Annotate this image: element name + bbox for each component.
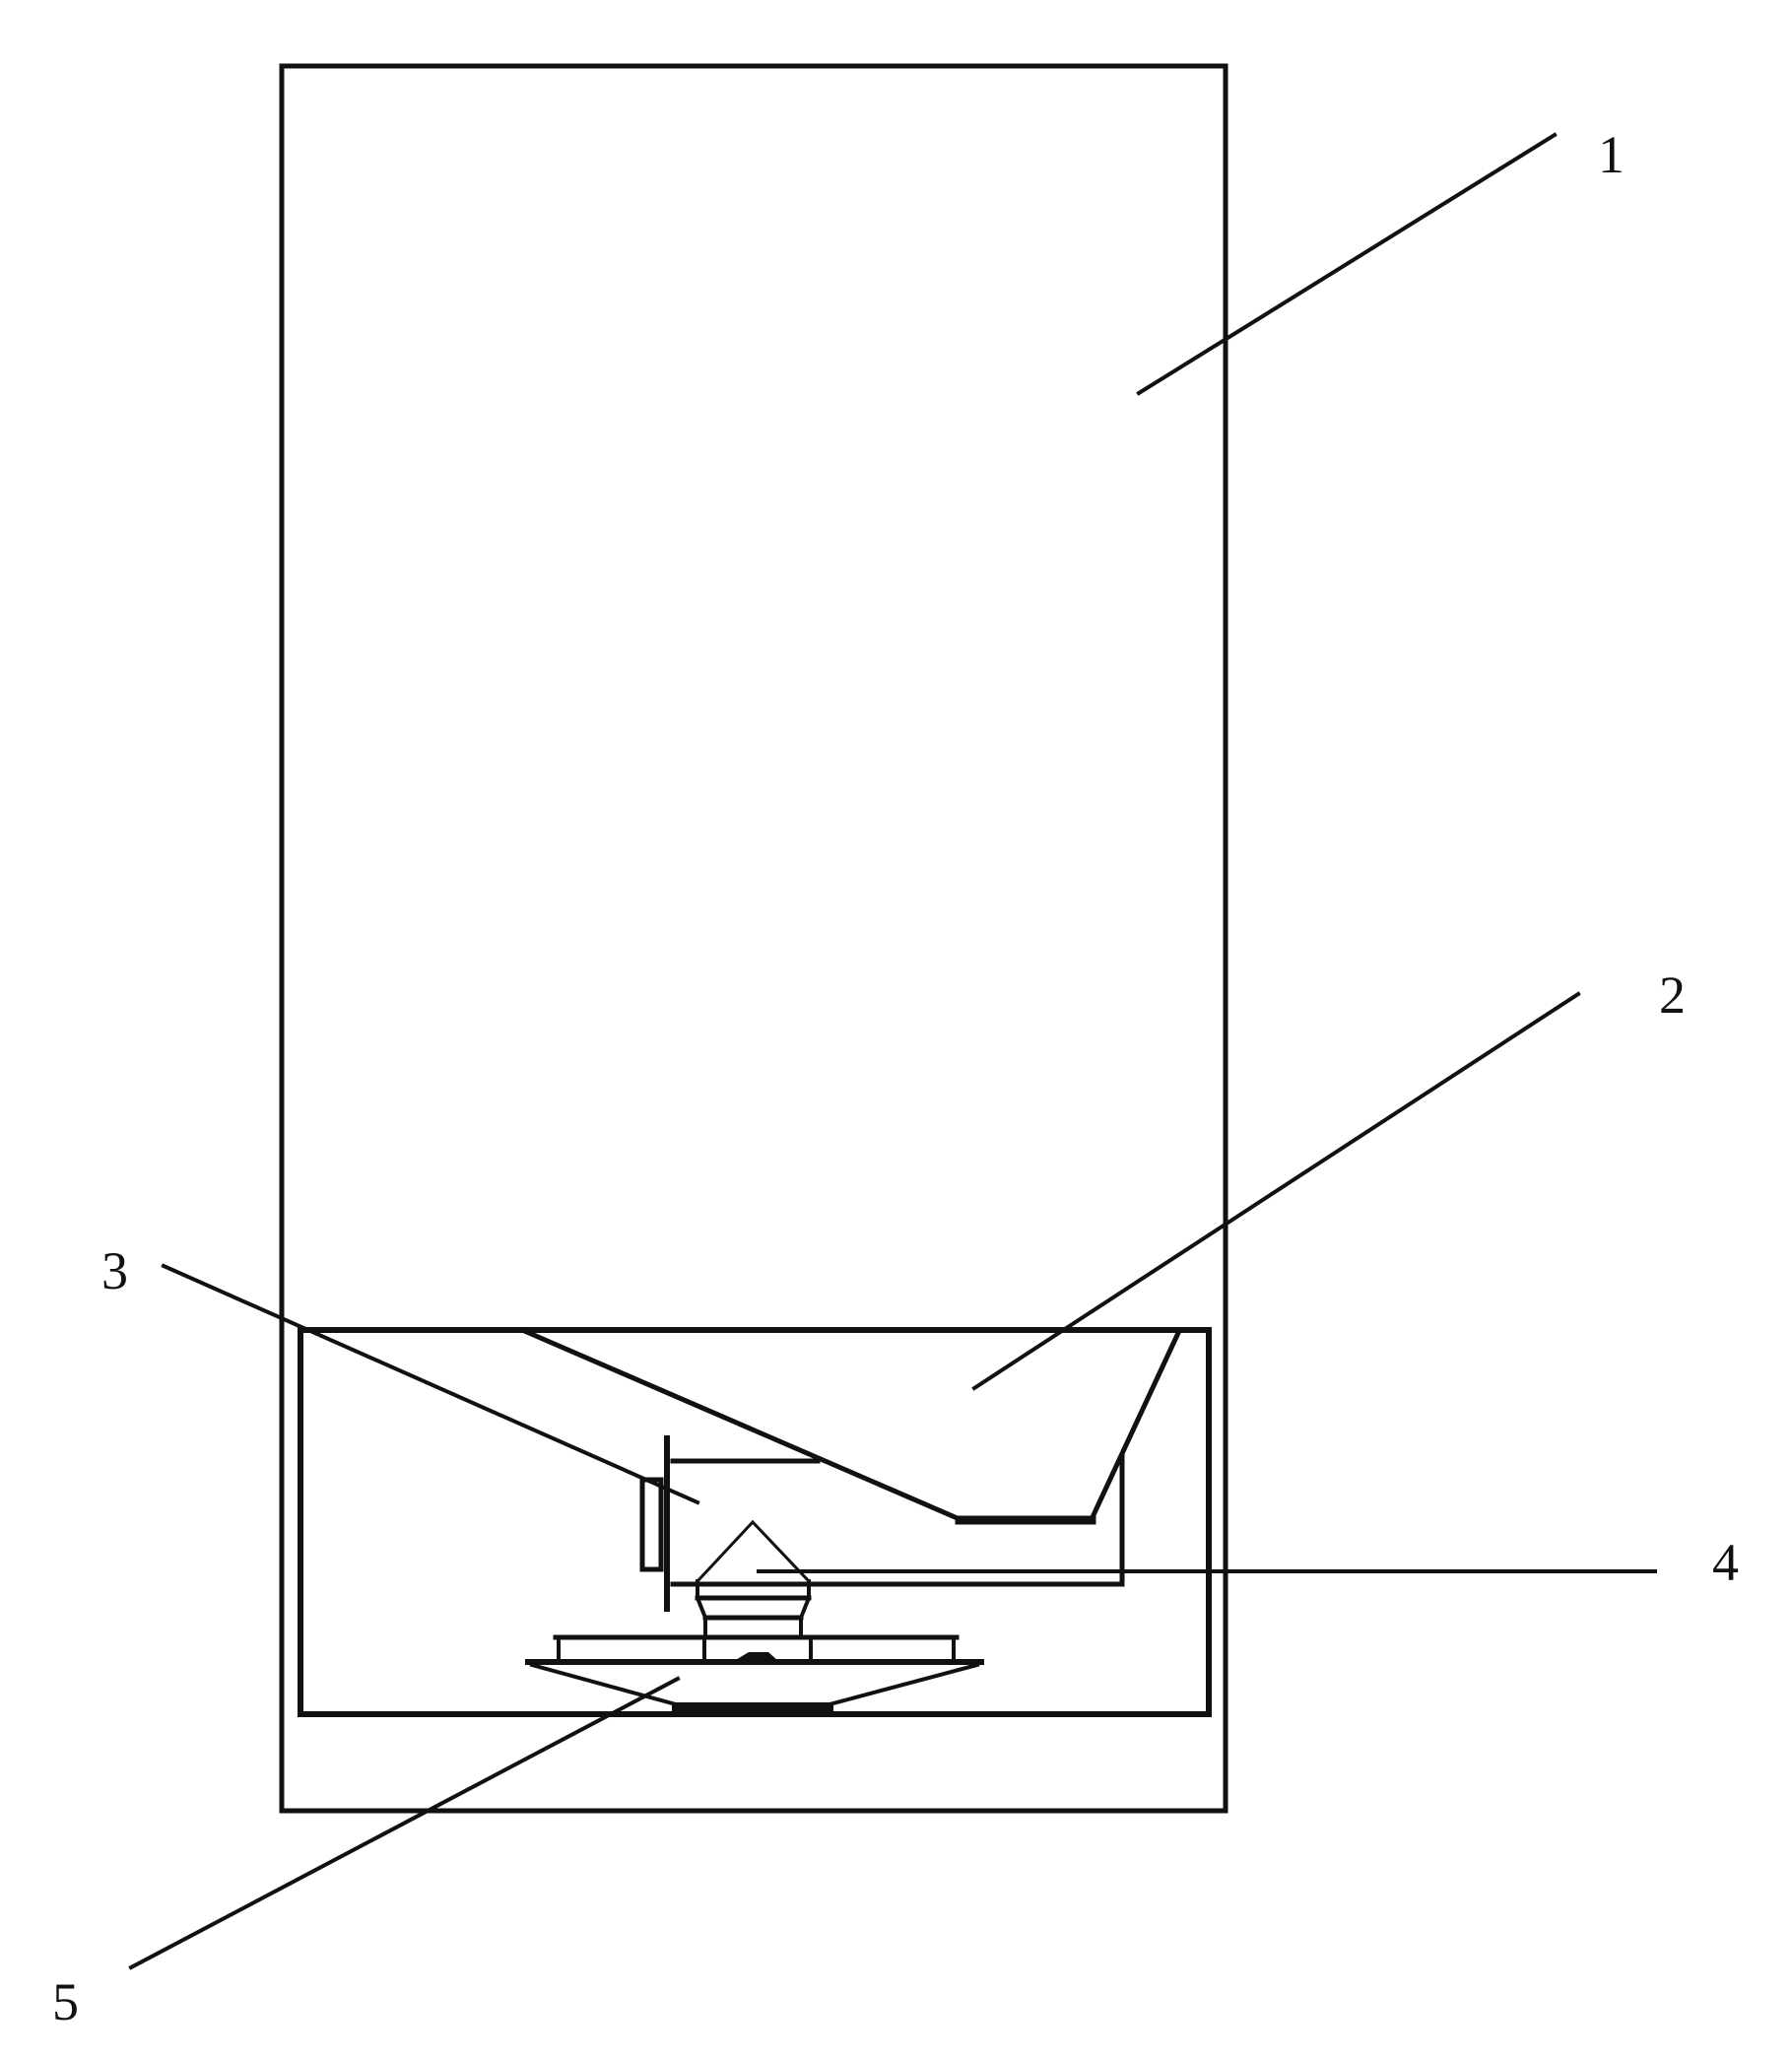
distributor-platform — [525, 1634, 984, 1711]
outer-cabinet — [279, 63, 1228, 1814]
label-4: 4 — [1712, 1533, 1739, 1592]
label-5: 5 — [52, 1972, 79, 2031]
hub — [734, 1652, 778, 1661]
leader-line-1 — [1136, 132, 1558, 396]
leader-line-5 — [128, 1676, 681, 1970]
inner-chamber — [298, 1327, 1212, 1717]
label-3: 3 — [101, 1241, 128, 1300]
label-1: 1 — [1598, 125, 1625, 184]
hopper — [518, 1326, 1182, 1522]
leader-line-2 — [971, 991, 1581, 1391]
cone-nozzle — [695, 1519, 812, 1639]
feed-tube — [639, 1435, 1125, 1612]
leader-line-3 — [161, 1263, 700, 1505]
label-2: 2 — [1659, 965, 1686, 1025]
